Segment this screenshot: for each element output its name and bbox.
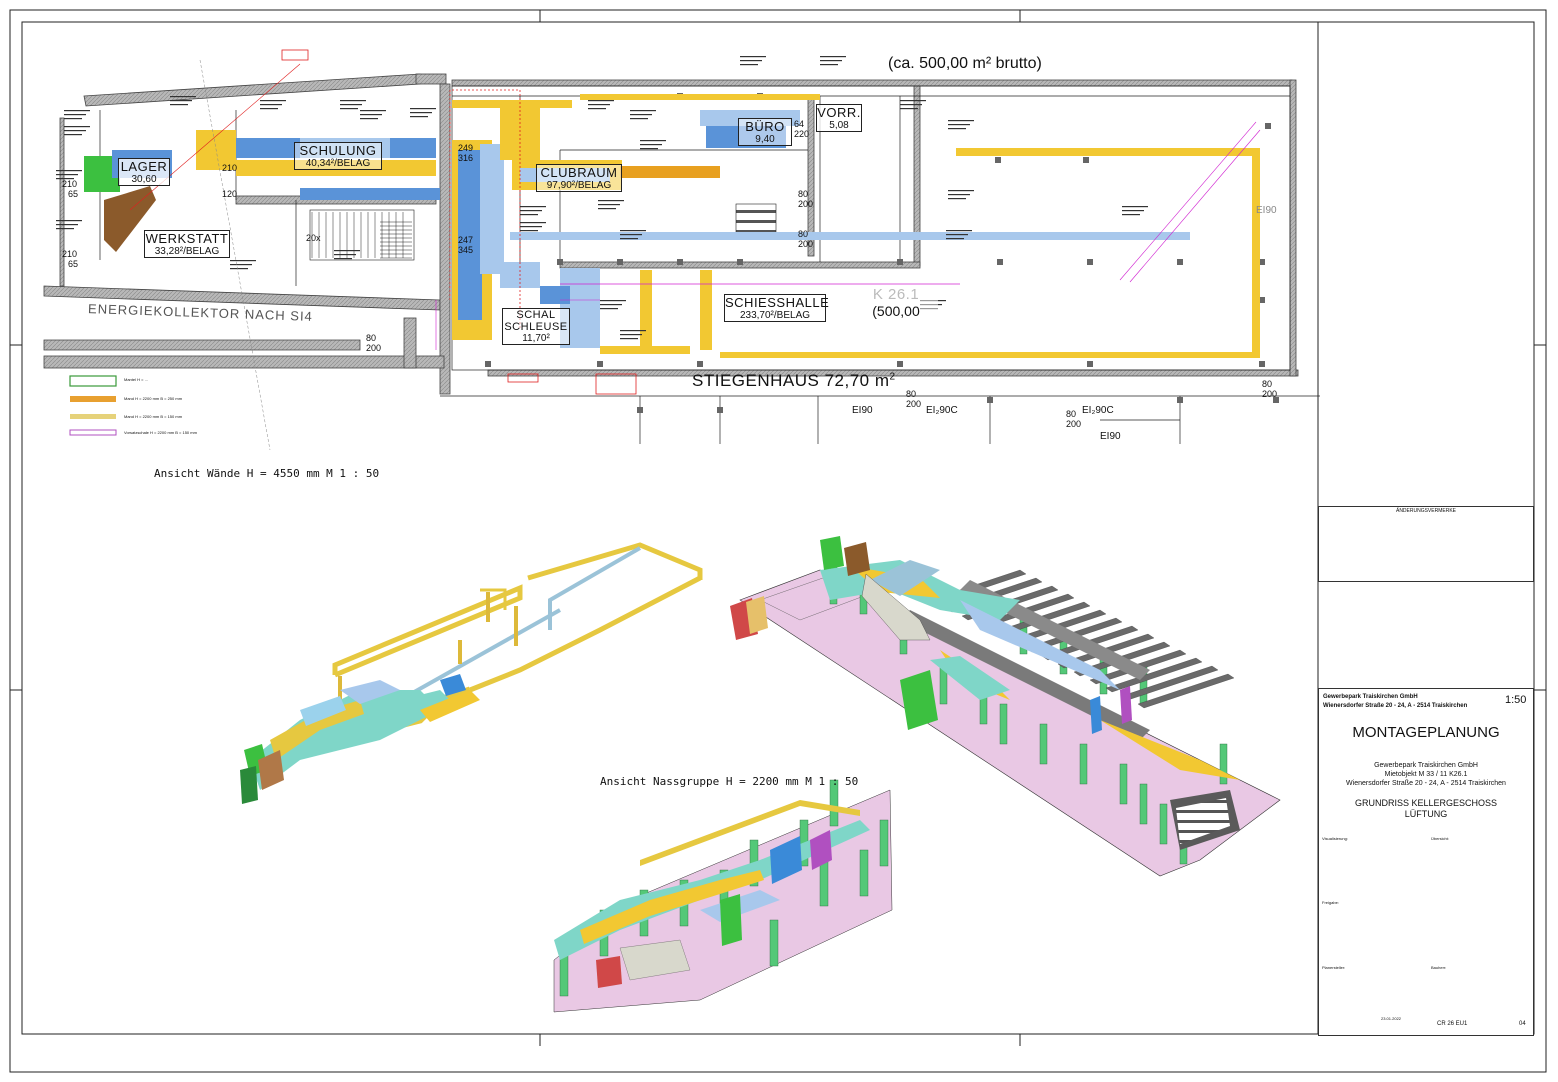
room-area: 11,70² — [522, 333, 550, 344]
planner-label: Planersteller: — [1322, 965, 1346, 970]
dimension-label: 210 — [62, 249, 78, 259]
dimension-label: 80 — [906, 389, 917, 399]
fire-label: EI₂90C — [926, 405, 958, 416]
scale: 1:50 — [1505, 694, 1527, 706]
revision-title: ÄNDERUNGSVERMERKE — [1395, 508, 1456, 514]
dimension-label: 80 — [366, 333, 377, 343]
iso-walls-view — [240, 542, 703, 804]
title-block: Gewerbepark Traiskirchen GmbH Wienersdor… — [1318, 688, 1534, 1036]
dimension-label: 65 — [68, 189, 79, 199]
dimension-label: 65 — [68, 259, 79, 269]
logo-top: CR — [1373, 858, 1386, 868]
room-area: 97,90²/BELAG — [546, 180, 612, 191]
dimension-label: 80 — [1262, 379, 1273, 389]
dimension-label: 80 — [798, 229, 809, 239]
room-area: 233,70²/BELAG — [739, 310, 811, 321]
plan-number: CR 26 EU1 — [1437, 1021, 1468, 1027]
dimension-label: 80 — [1066, 409, 1077, 419]
room-name: WERKSTATT — [145, 231, 229, 246]
room-name: SCHAL SCHLEUSE — [504, 309, 568, 333]
area-note: (ca. 500,00 m² brutto) — [888, 55, 1042, 72]
annotation-lines — [129, 63, 1261, 350]
staircase — [309, 203, 777, 261]
fire-label: EI90 — [1100, 431, 1121, 442]
project-line-1: Gewerbepark Traiskirchen GmbH — [1374, 762, 1478, 769]
dimension-label: 200 — [906, 399, 922, 409]
builder-label: Bauherr: — [1431, 965, 1447, 970]
dimension-label: 120 — [222, 189, 238, 199]
revision-table: ÄNDERUNGSVERMERKE — [1318, 506, 1534, 582]
room-name: LAGER — [120, 159, 168, 174]
dimension-label: 200 — [366, 343, 382, 353]
dimension-label: 200 — [1262, 389, 1278, 399]
corridor-name: STIEGENHAUS 72,70 m — [692, 371, 890, 390]
owner-line-2: Wienersdorfer Straße 20 - 24, A - 2514 T… — [1323, 703, 1468, 709]
dimension-label: 249 — [458, 143, 474, 153]
drawing-line-1: GRUNDRISS KELLERGESCHOSS — [1354, 798, 1498, 808]
legend-item: Mand H = 2200 mm B = 250 mm — [124, 396, 183, 401]
room-area: 5,08 — [829, 120, 849, 131]
owner-line-1: Gewerbepark Traiskirchen GmbH — [1323, 694, 1418, 700]
dimension-label: 200 — [1066, 419, 1082, 429]
room-area: 9,40 — [755, 134, 775, 145]
room-area: 40,34²/BELAG — [305, 158, 371, 169]
project-line-3: Wienersdorfer Straße 20 - 24, A - 2514 T… — [1346, 780, 1506, 787]
logo-bottom: 26 — [1375, 868, 1384, 877]
overview-label: Übersicht: — [1431, 836, 1450, 841]
dimension-label: 64 — [794, 119, 805, 129]
dimension-label: 210 — [222, 163, 238, 173]
corridor-unit: 2 — [889, 371, 896, 383]
corridor-label: STIEGENHAUS 72,70 m2 — [692, 372, 896, 389]
room-name: SCHIESSHALLE — [725, 295, 830, 310]
dimension-label: 200 — [798, 239, 814, 249]
room-k26: K 26.1(500,00 — [854, 286, 938, 319]
project-line-2: Mietobjekt M 33 / 11 K26.1 — [1384, 771, 1468, 778]
room-area: (500,00 — [872, 303, 920, 319]
iso-wet-view — [553, 779, 893, 1013]
dimension-label: 247 — [458, 235, 474, 245]
dimension-label: 20x — [306, 233, 321, 243]
dimension-label: 220 — [794, 129, 810, 139]
drawing-line-2: LÜFTUNG — [1404, 809, 1448, 819]
plan-ducts — [84, 94, 1260, 358]
visualisation-label: Visualisierung: — [1322, 836, 1348, 841]
dimension-label: 210 — [62, 179, 78, 189]
room-vorr: VORR.5,08 — [816, 104, 862, 132]
fire-label: EI90 — [852, 405, 873, 416]
room-area: 33,28²/BELAG — [154, 246, 220, 257]
wet-view-caption: Ansicht Nassgruppe H = 2200 mm M 1 : 50 — [600, 775, 859, 788]
fire-label: EI90 — [1256, 205, 1277, 216]
approval-label: Freigabe: — [1322, 900, 1339, 905]
legend-item: Mantel H = ... — [124, 377, 148, 382]
iso-room-view — [730, 536, 1281, 877]
dimension-label: 80 — [798, 189, 809, 199]
plan-date: 23.01.2022 — [1381, 1016, 1402, 1021]
plan-index: 04 — [1519, 1021, 1526, 1027]
plan-title: MONTAGEPLANUNG — [1352, 724, 1500, 741]
legend-item: Vorsatzschale H = 2200 mm B = 150 mm — [124, 430, 197, 435]
room-area: 30,60 — [131, 174, 157, 185]
room-name: VORR. — [817, 105, 861, 120]
dimension-label: 345 — [458, 245, 474, 255]
room-name: BÜRO — [745, 119, 785, 134]
legend-item: Mand H = 2200 mm B = 150 mm — [124, 414, 183, 419]
legend-swatches — [69, 375, 117, 436]
walls — [43, 73, 1299, 395]
walls-view-caption: Ansicht Wände H = 4550 mm M 1 : 50 — [154, 467, 380, 480]
room-name: CLUBRAUM — [540, 165, 618, 180]
fire-label: EI₂90C — [1082, 405, 1114, 416]
dimension-label: 316 — [458, 153, 474, 163]
dimension-label: 200 — [798, 199, 814, 209]
room-name: K 26.1 — [872, 286, 920, 303]
room-name: SCHULUNG — [299, 143, 377, 158]
